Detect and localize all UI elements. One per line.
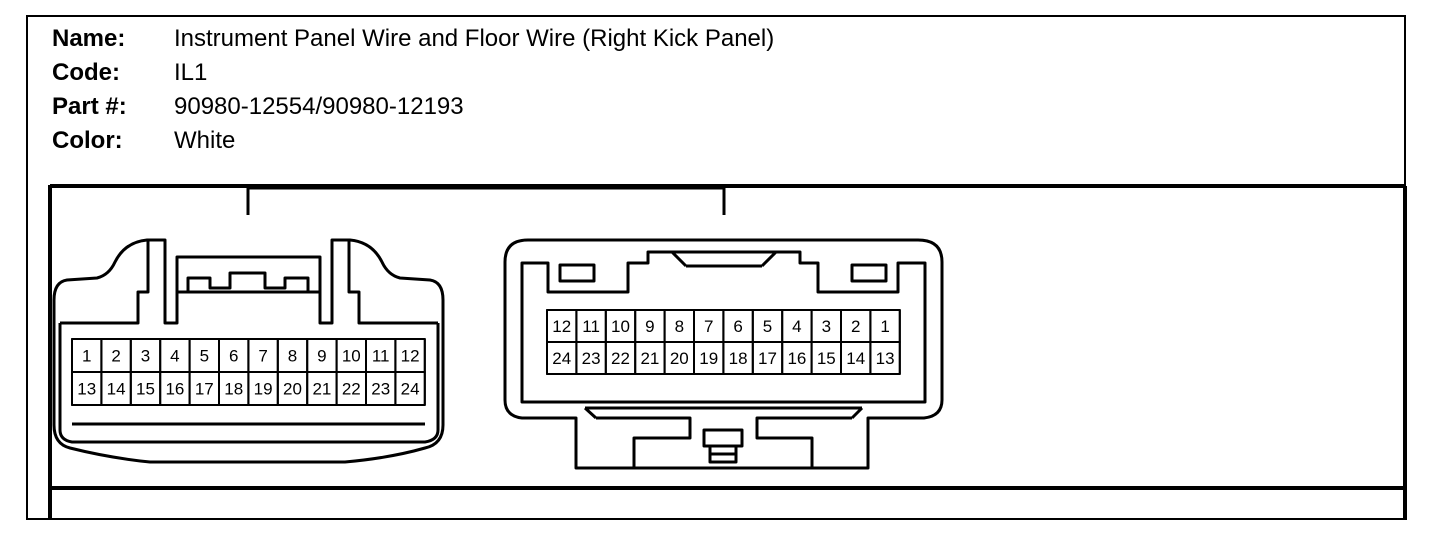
code-row: Code: IL1 bbox=[52, 56, 774, 90]
right-pin-label-9: 9 bbox=[645, 317, 654, 336]
right-pin-label-2: 2 bbox=[851, 317, 860, 336]
left-pin-label-5: 5 bbox=[200, 347, 209, 366]
part-label: Part #: bbox=[52, 93, 127, 120]
right-pin-label-4: 4 bbox=[792, 317, 801, 336]
right-pin-label-10: 10 bbox=[611, 317, 630, 336]
right-pin-label-18: 18 bbox=[729, 349, 748, 368]
right-pin-label-15: 15 bbox=[817, 349, 836, 368]
right-pin-label-16: 16 bbox=[787, 349, 806, 368]
left-pin-label-24: 24 bbox=[401, 380, 420, 399]
left-pin-label-15: 15 bbox=[136, 380, 155, 399]
right-pin-label-24: 24 bbox=[552, 349, 571, 368]
left-pin-label-9: 9 bbox=[317, 347, 326, 366]
left-pin-label-3: 3 bbox=[141, 347, 150, 366]
left-pin-label-11: 11 bbox=[372, 347, 390, 366]
name-label: Name: bbox=[52, 25, 126, 52]
right-pin-label-21: 21 bbox=[640, 349, 659, 368]
name-row: Name: Instrument Panel Wire and Floor Wi… bbox=[52, 22, 774, 56]
right-pin-label-7: 7 bbox=[704, 317, 713, 336]
right-pin-label-5: 5 bbox=[763, 317, 772, 336]
right-pin-label-22: 22 bbox=[611, 349, 630, 368]
right-pin-label-14: 14 bbox=[846, 349, 865, 368]
code-value: IL1 bbox=[174, 59, 208, 86]
right-connector-housing bbox=[503, 238, 944, 470]
right-pin-label-6: 6 bbox=[733, 317, 742, 336]
left-pin-label-22: 22 bbox=[342, 380, 361, 399]
color-label: Color: bbox=[52, 127, 123, 154]
left-pin-label-10: 10 bbox=[342, 347, 361, 366]
left-pin-label-16: 16 bbox=[165, 380, 184, 399]
right-pin-label-1: 1 bbox=[880, 317, 889, 336]
left-pin-cell-24 bbox=[394, 371, 426, 406]
part-value: 90980-12554/90980-12193 bbox=[174, 93, 464, 120]
left-pin-label-1: 1 bbox=[82, 347, 91, 366]
right-pin-label-20: 20 bbox=[670, 349, 689, 368]
right-pin-label-13: 13 bbox=[876, 349, 895, 368]
left-pin-label-8: 8 bbox=[288, 347, 297, 366]
left-pin-label-13: 13 bbox=[77, 380, 96, 399]
connector-info: Name: Instrument Panel Wire and Floor Wi… bbox=[52, 22, 774, 158]
left-pin-label-23: 23 bbox=[371, 380, 390, 399]
name-value: Instrument Panel Wire and Floor Wire (Ri… bbox=[174, 25, 775, 52]
right-pin-label-3: 3 bbox=[822, 317, 831, 336]
color-row: Color: White bbox=[52, 124, 774, 158]
mating-bracket bbox=[246, 186, 726, 215]
left-pin-label-2: 2 bbox=[111, 347, 120, 366]
drawing-area-box bbox=[48, 184, 1407, 520]
color-value: White bbox=[174, 127, 236, 154]
part-row: Part #: 90980-12554/90980-12193 bbox=[52, 90, 774, 124]
left-pin-label-17: 17 bbox=[195, 380, 214, 399]
right-pin-label-8: 8 bbox=[675, 317, 684, 336]
left-pin-label-21: 21 bbox=[312, 380, 331, 399]
left-pin-label-4: 4 bbox=[170, 347, 179, 366]
code-label: Code: bbox=[52, 59, 120, 86]
right-pin-cell-13 bbox=[869, 341, 901, 375]
right-pin-label-23: 23 bbox=[582, 349, 601, 368]
left-connector-housing bbox=[52, 238, 445, 464]
left-pin-label-18: 18 bbox=[224, 380, 243, 399]
left-pin-label-20: 20 bbox=[283, 380, 302, 399]
right-pin-label-17: 17 bbox=[758, 349, 777, 368]
left-pin-label-12: 12 bbox=[401, 347, 420, 366]
left-pin-label-14: 14 bbox=[107, 380, 126, 399]
left-pin-label-6: 6 bbox=[229, 347, 238, 366]
left-pin-label-19: 19 bbox=[254, 380, 273, 399]
left-pin-label-7: 7 bbox=[258, 347, 267, 366]
right-pin-label-12: 12 bbox=[552, 317, 571, 336]
right-pin-label-19: 19 bbox=[699, 349, 718, 368]
right-pin-label-11: 11 bbox=[582, 317, 600, 336]
